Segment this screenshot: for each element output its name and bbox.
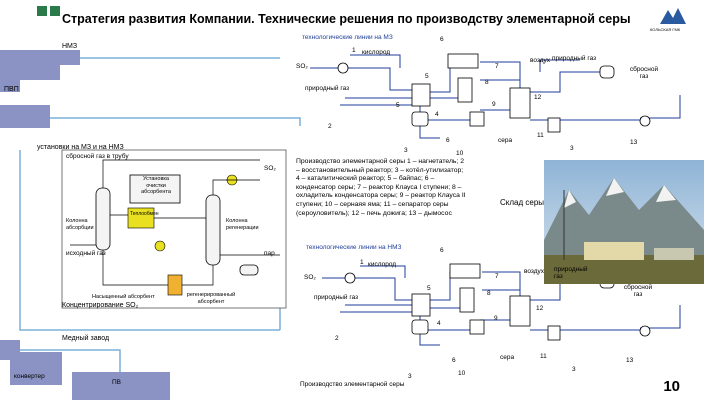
legend-text: Производство элементарной серы 1 – нагне… — [296, 158, 466, 217]
concentration-label: Концентрирование SO₂ — [62, 302, 139, 309]
svg-text:12: 12 — [536, 305, 544, 312]
pv-label: ПВ — [112, 379, 122, 386]
steam-label: пар — [264, 250, 275, 257]
header-square-1 — [37, 6, 47, 16]
top-scheme-title: технологические линии на МЗ — [302, 34, 393, 41]
sulfur-storage-photo — [544, 160, 704, 284]
svg-text:13: 13 — [630, 139, 638, 146]
converter-building — [10, 352, 62, 385]
page-title: Стратегия развития Компании. Технические… — [62, 12, 631, 26]
svg-text:9: 9 — [492, 101, 496, 108]
cleaning-label: Установка очистки абсорбента — [141, 176, 171, 195]
bottom-so2: SO₂ — [304, 274, 316, 281]
svg-text:12: 12 — [534, 94, 542, 101]
svg-text:6: 6 — [446, 137, 450, 144]
copper-label: Медный завод — [62, 335, 110, 342]
bottom-exhaust: сбросной газ — [623, 284, 653, 298]
svg-text:10: 10 — [458, 370, 466, 377]
exhaust-pipe-label: сбросной газ в трубу — [66, 153, 129, 160]
svg-text:8: 8 — [487, 290, 491, 297]
bottom-natgas2: природный газ — [554, 266, 588, 280]
top-natgas2: природный газ — [552, 55, 597, 62]
top-so2: SO₂ — [296, 63, 308, 70]
svg-text:11: 11 — [537, 132, 544, 139]
svg-text:6: 6 — [440, 36, 444, 43]
svg-text:6: 6 — [440, 247, 444, 254]
svg-text:4: 4 — [435, 111, 439, 118]
converter-label: конвертер — [14, 373, 45, 380]
nmz-label: НМЗ — [62, 43, 78, 50]
svg-text:1: 1 — [352, 47, 356, 54]
svg-text:4: 4 — [437, 320, 441, 327]
svg-text:3: 3 — [404, 147, 408, 154]
bottom-natgas: природный газ — [314, 294, 359, 301]
top-natgas: природный газ — [305, 85, 350, 92]
absorption-label: Колонна абсорбции — [66, 218, 94, 231]
regeneration-label: Колонна регенерации — [226, 218, 259, 231]
svg-text:8: 8 — [485, 79, 489, 86]
svg-text:10: 10 — [456, 150, 464, 157]
logo-icon — [658, 6, 688, 26]
regenerated-label: регенерированный абсорбент — [186, 292, 236, 305]
svg-text:11: 11 — [540, 353, 547, 360]
svg-text:2: 2 — [328, 123, 332, 130]
top-air: воздух — [530, 57, 551, 64]
svg-text:2: 2 — [335, 335, 339, 342]
svg-text:9: 9 — [494, 315, 498, 322]
page-number: 10 — [663, 378, 680, 395]
svg-text:13: 13 — [626, 357, 634, 364]
saturated-label: Насыщенный абсорбент — [92, 294, 155, 300]
svg-text:5: 5 — [427, 285, 431, 292]
bottom-air: воздух — [524, 268, 545, 275]
svg-text:3: 3 — [408, 373, 412, 380]
sklad-label: Склад серы — [500, 198, 545, 207]
pvp-label: ПВП — [4, 86, 19, 93]
header-square-2 — [50, 6, 60, 16]
bottom-oxygen: кислород — [368, 261, 397, 268]
bottom-sulfur: сера — [500, 354, 515, 361]
units-label: установки на МЗ и на НМЗ — [37, 144, 124, 151]
svg-text:6: 6 — [452, 357, 456, 364]
svg-text:1: 1 — [360, 259, 364, 266]
top-oxygen: кислород — [362, 49, 391, 56]
svg-text:7: 7 — [495, 63, 499, 70]
top-sulfur: сера — [498, 137, 513, 144]
svg-text:7: 7 — [495, 273, 499, 280]
svg-text:5: 5 — [425, 73, 429, 80]
logo-text: КОЛЬСКАЯ ГМК — [650, 27, 681, 32]
svg-text:5: 5 — [396, 102, 400, 109]
top-exhaust: сбросной газ — [629, 66, 659, 80]
bottom-scheme-title: технологические линии на НМЗ — [306, 244, 402, 251]
pv-building — [72, 372, 170, 400]
mid-so2: SO₂ — [264, 165, 276, 172]
source-gas-label: исходный газ — [66, 250, 106, 257]
svg-text:3: 3 — [572, 366, 576, 373]
svg-text:3: 3 — [570, 145, 574, 152]
bottom-caption: Производство элементарной серы — [300, 381, 405, 388]
heat-label: Теплообмен — [130, 211, 159, 217]
